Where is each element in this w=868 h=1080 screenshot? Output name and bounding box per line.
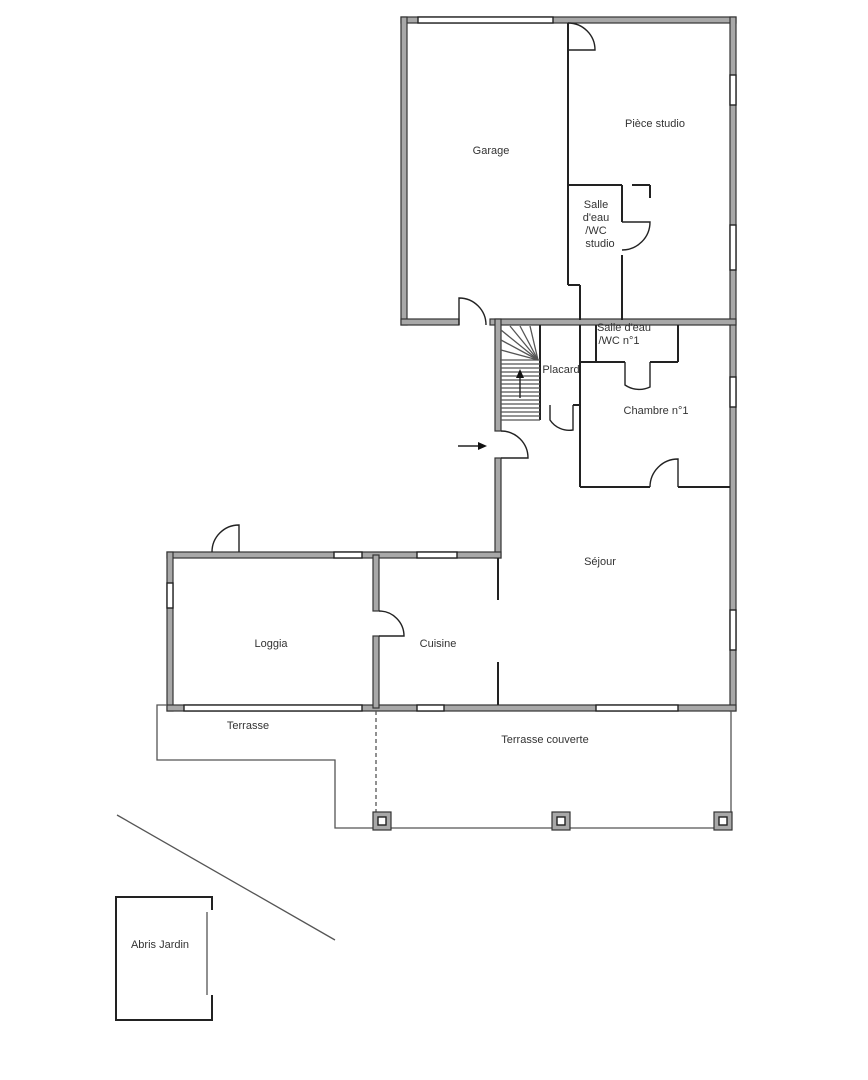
entrance-arrow-icon (458, 442, 487, 450)
staircase[interactable] (500, 325, 540, 421)
stair-winder (519, 325, 539, 361)
upper-block-walls (400, 16, 737, 712)
room-label-closet: Placard (542, 364, 579, 376)
pillar (372, 811, 392, 831)
stair-winder (500, 339, 539, 361)
room-label-bath-studio-1: Salle (584, 199, 608, 211)
stair-winder (500, 349, 539, 361)
room-label-bath-studio-2: d'eau (583, 212, 610, 224)
property-line (116, 814, 336, 941)
room-label-garage: Garage (473, 145, 510, 157)
partitions (497, 23, 730, 705)
room-label-bedroom-1: Chambre n°1 (624, 405, 689, 417)
stair-winder (509, 325, 539, 361)
room-label-kitchen: Cuisine (420, 638, 457, 650)
room-label-covered-terrace: Terrasse couverte (501, 734, 588, 746)
stair-winder (500, 329, 539, 361)
room-label-garden-shed: Abris Jardin (131, 939, 189, 951)
stair-winder (529, 325, 539, 361)
room-label-loggia: Loggia (254, 638, 288, 650)
room-label-bath-1-line2: /WC n°1 (598, 335, 639, 347)
garden-shed (115, 896, 213, 1021)
room-label-bath-studio-3: /WC (585, 225, 606, 237)
pillar (551, 811, 571, 831)
windows (166, 16, 737, 712)
room-label-living: Séjour (584, 556, 616, 568)
pillar (713, 811, 733, 831)
arrow-up-icon (516, 369, 524, 378)
room-label-bath-1-line1: Salle d'eau (597, 322, 651, 334)
terrace-outline (156, 704, 733, 831)
room-label-bath-studio-4: studio (585, 238, 614, 250)
room-label-terrace: Terrasse (227, 720, 269, 732)
room-label-studio: Pièce studio (625, 118, 685, 130)
doors (211, 22, 679, 637)
